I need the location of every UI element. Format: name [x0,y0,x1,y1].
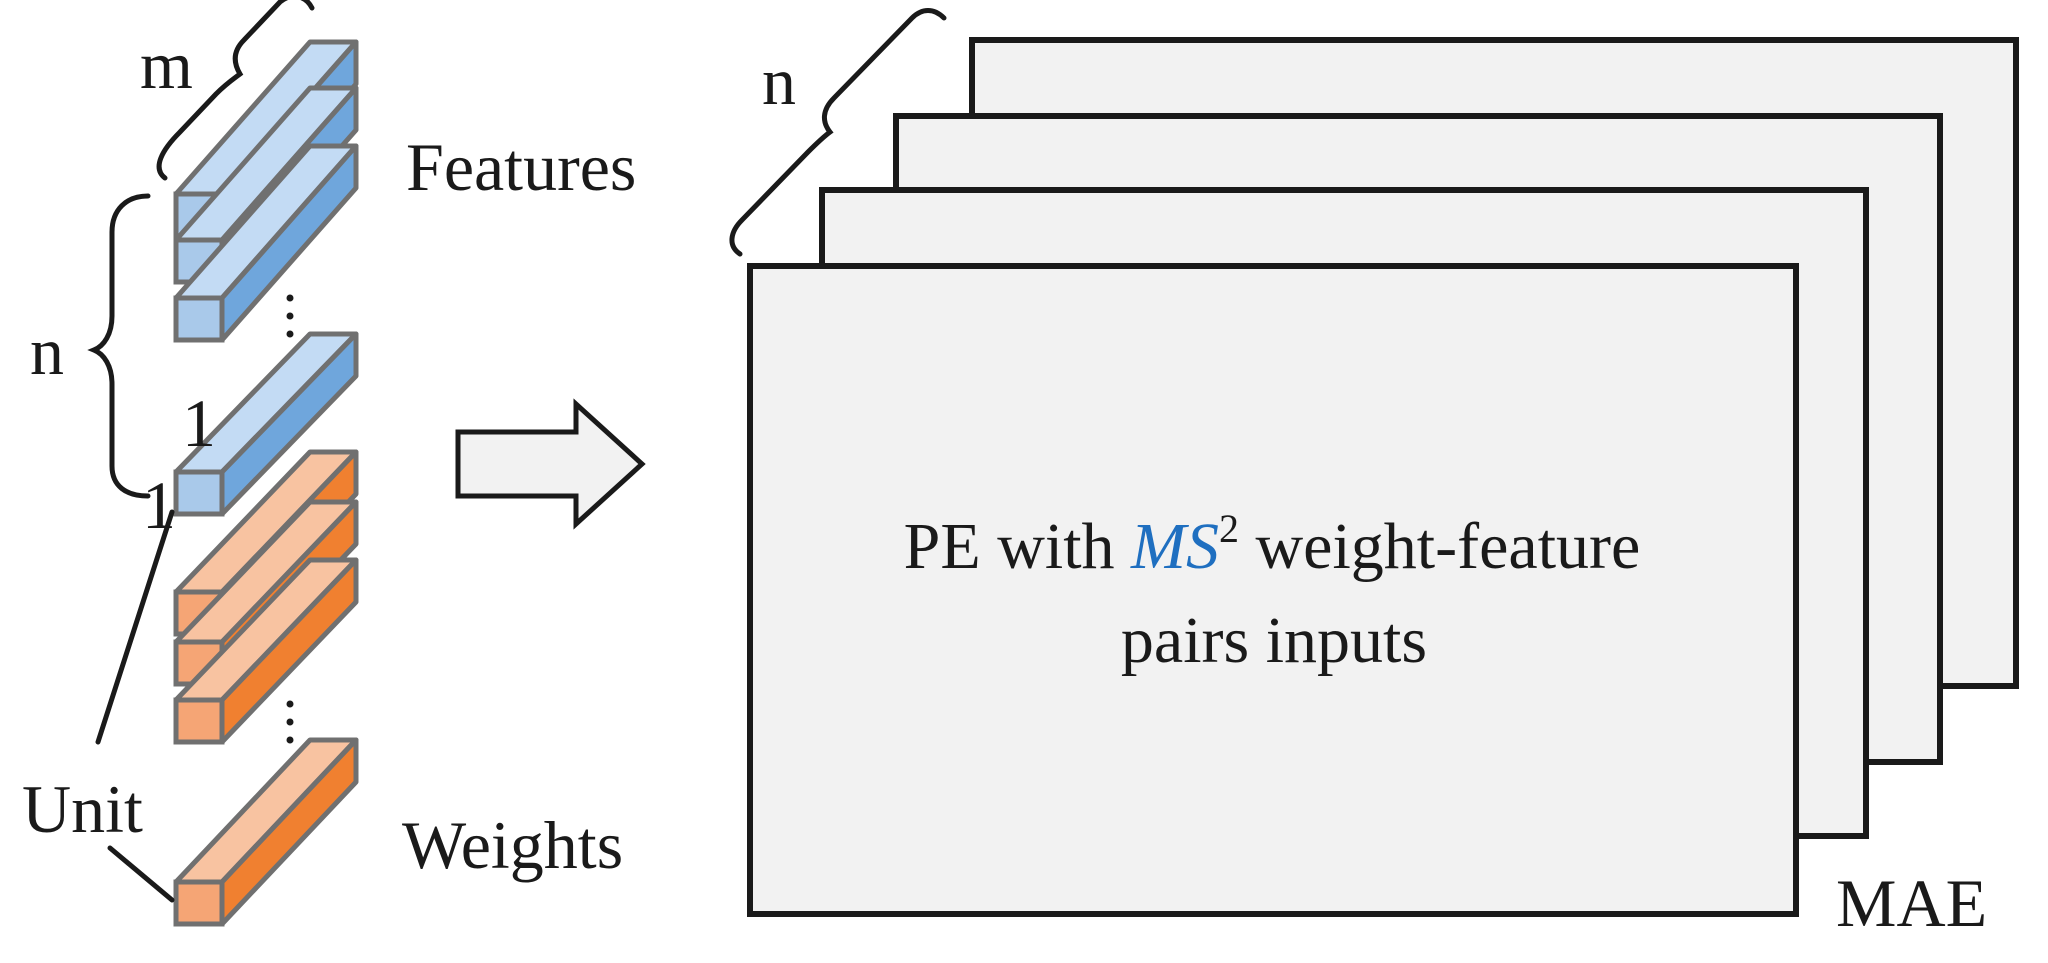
brace-m [156,0,315,181]
unit-pointer-line [107,845,175,903]
pe-caption-suffix: weight-feature [1239,510,1640,583]
pe-caption-sup: 2 [1219,506,1239,551]
pe-caption-math: MS [1130,510,1219,583]
weight-bar [173,557,359,745]
label-one-top: 1 [182,385,216,461]
pe-caption-line1: PE with MS2 weight-feature [904,506,1641,583]
feature-bar-unit [173,331,359,517]
brace-n-left [87,193,151,499]
pe-caption-line2: pairs inputs [1121,604,1427,677]
pe-panel-front [747,263,1799,917]
label-n-right: n [762,43,796,119]
brace-n-right [729,8,947,257]
features-label: Features [406,129,636,205]
unit-label: Unit [22,771,143,847]
weight-bar-unit [173,737,359,927]
pe-caption-prefix: PE with [904,510,1131,583]
label-n-left: n [30,313,64,389]
weight-stack [173,449,359,927]
feature-stack [173,39,359,517]
label-one-bottom: 1 [142,467,176,543]
vertical-ellipsis-icon [286,700,294,744]
unit-pointer-line [95,509,175,745]
mae-label: MAE [1836,865,1987,941]
pe-panel-stack [747,37,2019,917]
vertical-ellipsis-icon [286,294,294,338]
weights-label: Weights [402,807,623,883]
feature-bar [173,143,359,343]
right-arrow-icon [455,398,646,530]
label-m: m [140,27,193,103]
